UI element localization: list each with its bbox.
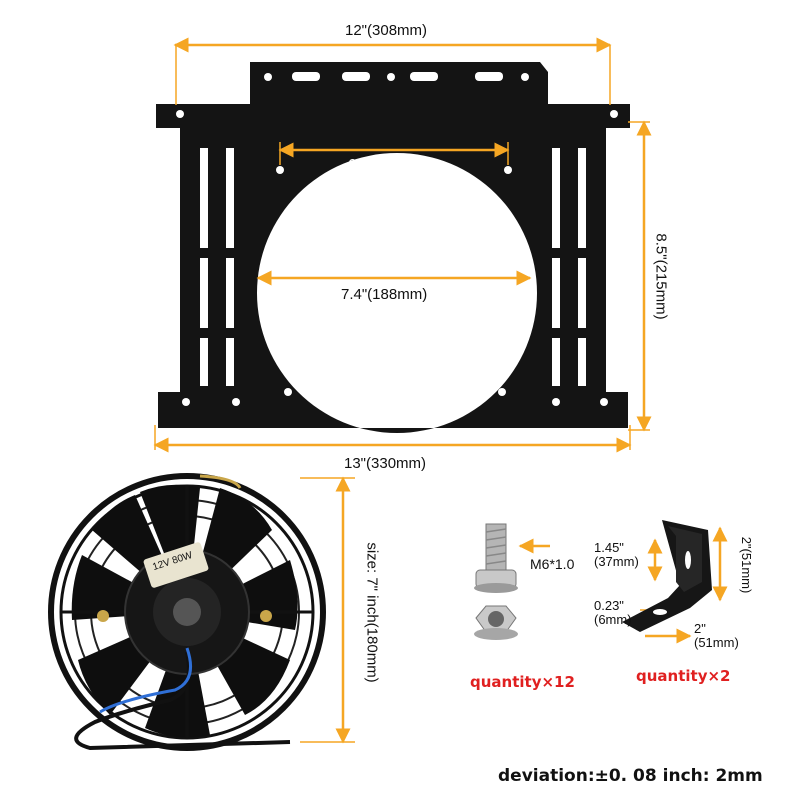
deviation-note: deviation:±0. 08 inch: 2mm xyxy=(498,766,763,786)
bolt-quantity-label: quantity×12 xyxy=(470,673,575,691)
bracket-plate xyxy=(156,62,630,433)
nut-drawing xyxy=(474,605,518,640)
l-bracket-quantity-label: quantity×2 xyxy=(636,667,731,685)
l-bracket-drawing xyxy=(622,520,712,632)
top-slots xyxy=(176,72,618,406)
bracket-width-bottom-label: 13"(330mm) xyxy=(344,455,427,472)
l-bracket-height-label: 1.45" (37mm) xyxy=(594,540,639,569)
bracket-hole-spacing-label: 6"(153mm) xyxy=(348,156,422,173)
fan-drawing xyxy=(48,473,326,751)
l-bracket-thickness-label: 0.23" (6mm) xyxy=(594,598,632,627)
bracket-width-top-label: 12"(308mm) xyxy=(345,22,428,39)
bracket-height-label: 8.5"(215mm) xyxy=(652,233,670,320)
l-bracket-side-label: 2"(51mm) xyxy=(739,536,754,594)
l-bracket-base-label: 2" (51mm) xyxy=(694,621,739,650)
fan-size-label: size: 7" inch(180mm) xyxy=(363,542,381,683)
bracket-opening-label: 7.4"(188mm) xyxy=(341,286,428,303)
bolt-drawing xyxy=(474,523,518,593)
bolt-spec-label: M6*1.0 xyxy=(530,556,575,572)
